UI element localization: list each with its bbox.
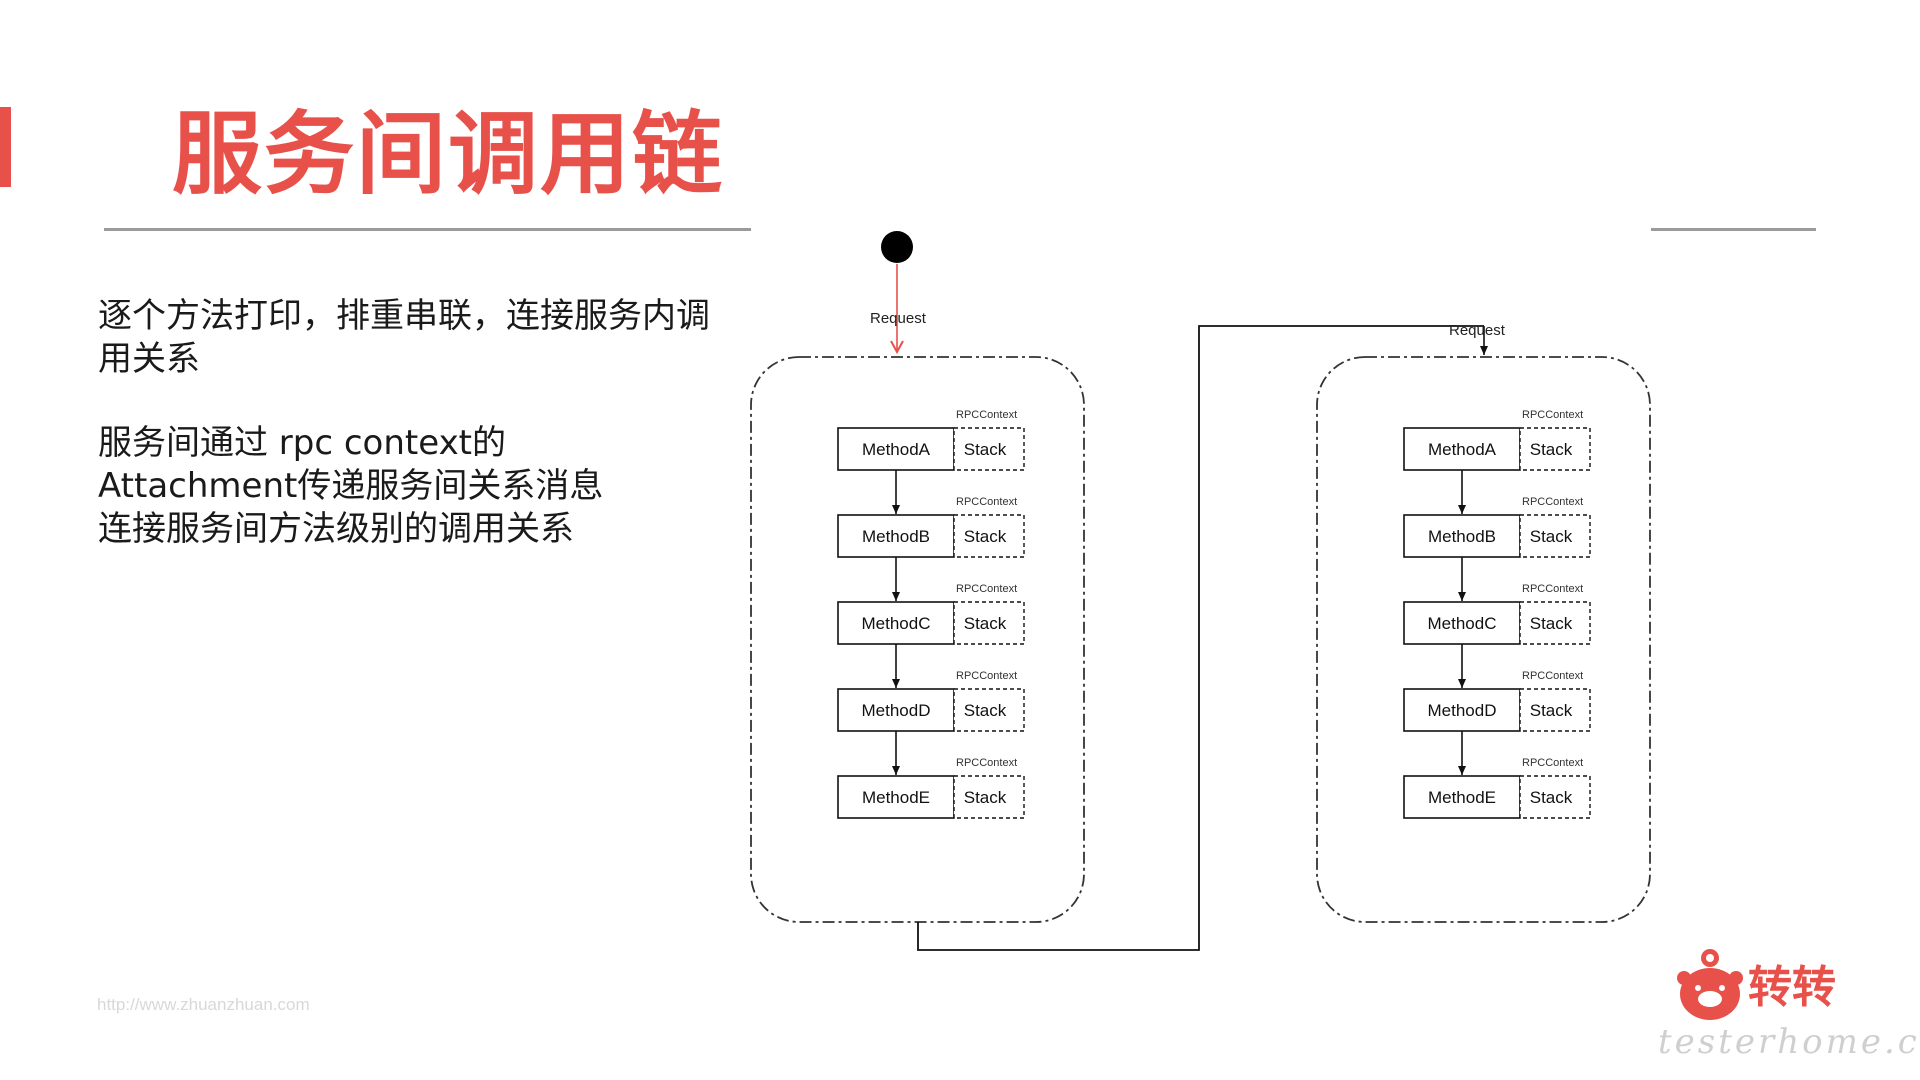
stack-box [1519,601,1591,645]
method-box [837,775,955,819]
service-connector [917,325,1484,951]
method-box [1403,427,1521,471]
paragraph-1: 逐个方法打印，排重串联，连接服务内调用关系 [98,296,710,379]
method-label: MethodC [1428,614,1497,633]
rpc-context-label: RPCContext [956,670,1017,682]
stack-label: Stack [1530,701,1573,720]
stack-box [953,775,1025,819]
stack-label: Stack [964,614,1007,633]
start-node [881,231,913,263]
stack-label: Stack [964,440,1007,459]
title-rule-right [1651,228,1816,231]
page-title: 服务间调用链 [172,102,724,207]
rpc-context-label: RPCContext [956,583,1017,595]
paragraph-2-line-1: 服务间通过 rpc context的 [98,423,507,463]
method-label: MethodC [862,614,931,633]
paragraph-2-line-3: 连接服务间方法级别的调用关系 [98,509,574,549]
request-label-1: Request [870,310,927,327]
stack-box [953,601,1025,645]
method-label: MethodA [1428,440,1497,459]
service-container-2 [1316,356,1651,923]
stack-box [1519,514,1591,558]
watermark: testerhome.com [1658,1022,1920,1062]
stack-box [953,514,1025,558]
stack-box [953,688,1025,732]
rpc-context-label: RPCContext [1522,496,1583,508]
method-box [1403,775,1521,819]
rpc-context-label: RPCContext [956,757,1017,769]
stack-box [1519,775,1591,819]
method-label: MethodE [1428,788,1496,807]
method-box [837,688,955,732]
stack-label: Stack [1530,788,1573,807]
method-label: MethodB [862,527,930,546]
rpc-context-label: RPCContext [956,409,1017,421]
rpc-context-label: RPCContext [1522,757,1583,769]
logo-pig-icon [1677,949,1743,1020]
method-label: MethodD [862,701,931,720]
method-label: MethodD [1428,701,1497,720]
logo-text: 转转 [1748,962,1836,1013]
rpc-context-label: RPCContext [956,496,1017,508]
footer-url: http://www.zhuanzhuan.com [97,995,310,1014]
stack-label: Stack [964,701,1007,720]
logo [1670,944,1850,1024]
method-label: MethodE [862,788,930,807]
stack-box [953,427,1025,471]
stack-box [1519,688,1591,732]
paragraph-2: 服务间通过 rpc context的 Attachment传递服务间关系消息 连… [98,422,738,551]
rpc-context-label: RPCContext [1522,409,1583,421]
method-box [1403,514,1521,558]
stack-label: Stack [1530,527,1573,546]
title-rule-left [104,228,751,231]
request-label-2: Request [1449,322,1506,339]
method-label: MethodB [1428,527,1496,546]
rpc-context-label: RPCContext [1522,670,1583,682]
stack-label: Stack [1530,440,1573,459]
rpc-context-label: RPCContext [1522,583,1583,595]
method-label: MethodA [862,440,931,459]
stack-box [1519,427,1591,471]
paragraph-2-line-2: Attachment传递服务间关系消息 [98,466,604,506]
stack-label: Stack [1530,614,1573,633]
stack-label: Stack [964,527,1007,546]
accent-bar [0,107,11,187]
stack-label: Stack [964,788,1007,807]
